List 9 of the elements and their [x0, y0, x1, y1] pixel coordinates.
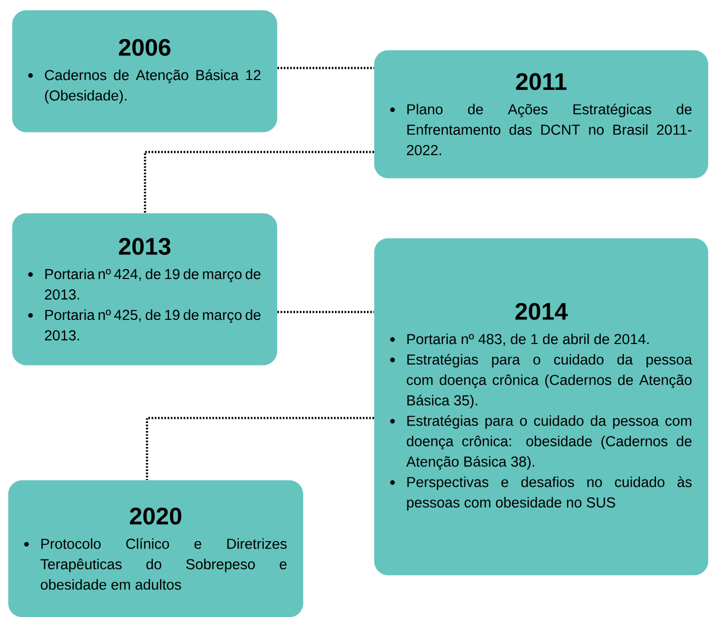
timeline-box: 2013 Portaria nº 424, de 19 de março de 2013. Portaria nº 425, de 19 de março de 2013. — [12, 213, 278, 366]
timeline-box: 2006 Cadernos de Atenção Básica 12 (Obesidade). — [12, 10, 278, 132]
timeline-box: 2014 Portaria nº 483, de 1 de abril de 2014. Estratégias para o cuidado da pessoa com doença crônica (Cadernos de Atenção Básica 35). Estratégias para o cuidado da pessoa com doença crônica: obesidade (Cadernos de Atenção Básica 38). Perspectivas e desafios no cuidado às pessoas com obesidade no SUS — [374, 238, 708, 576]
timeline-box: 2020 Protocolo Clínico e Diretrizes Terapêuticas do Sobrepeso e obesidade em adultos — [8, 480, 304, 617]
dotted-connector — [146, 416, 374, 480]
dotted-connector — [144, 150, 374, 213]
dotted-connector — [277, 66, 374, 70]
dotted-connector — [277, 310, 374, 314]
timeline-box: 2011 Plano de Ações Estratégicas de Enfrentamento das DCNT no Brasil 2011-2022. — [374, 50, 708, 178]
